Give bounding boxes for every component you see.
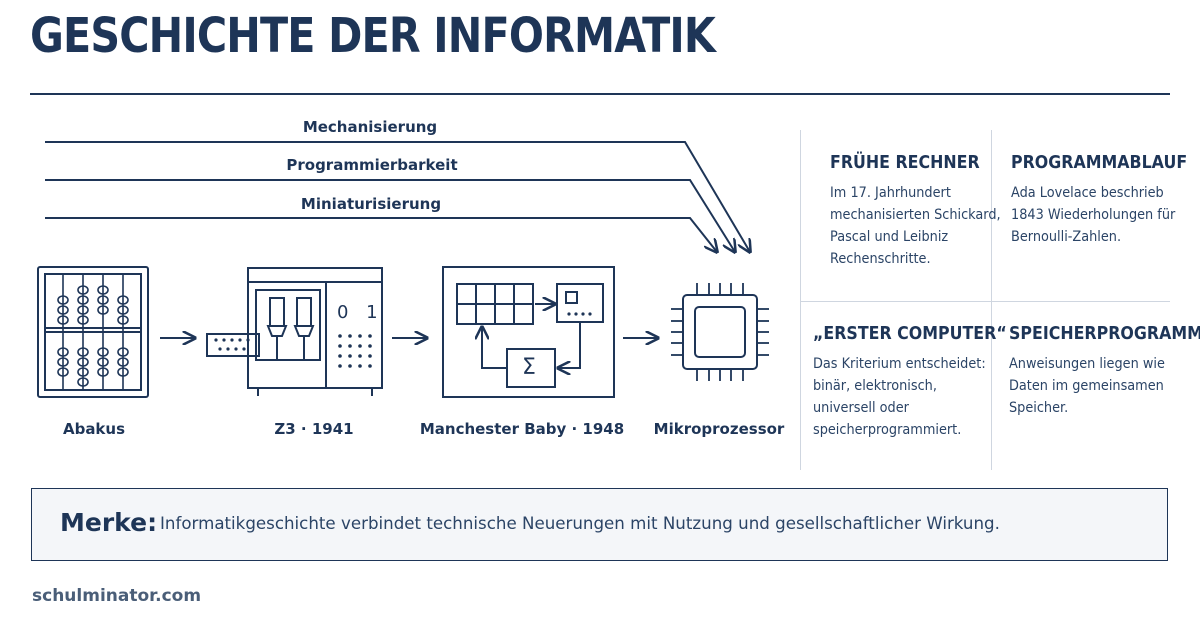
card-speicherprogramm: SPEICHERPROGRAMM Anweisungen liegen wie … [1009, 323, 1200, 419]
z3-machine-icon [206, 267, 383, 396]
sigma-symbol: Σ [522, 355, 536, 380]
stage-label-abakus: Abakus [62, 420, 126, 438]
merke-box: Merke: Informatikgeschichte verbindet te… [31, 488, 1168, 561]
timeline-line-programmierbarkeit [45, 179, 735, 252]
card-text: Im 17. Jahrhundert mechanisierten Schick… [830, 185, 1001, 267]
card-text: Das Kriterium entscheidet: binär, elektr… [813, 356, 986, 438]
stage-label-mikroprozessor: Mikroprozessor [653, 420, 785, 438]
history-diagram: Mechanisierung Programmierbarkeit Miniat… [0, 100, 800, 460]
manchester-baby-icon [442, 266, 615, 398]
stage-label-manchester-baby: Manchester Baby · 1948 [419, 420, 625, 438]
panel-divider-vertical [991, 130, 992, 470]
timeline-label-programmierbarkeit: Programmierbarkeit [286, 156, 458, 174]
card-text: Ada Lovelace beschrieb 1843 Wiederholung… [1011, 185, 1176, 245]
abacus-icon [37, 266, 149, 398]
info-panel: FRÜHE RECHNER Im 17. Jahrhundert mechani… [800, 130, 1200, 470]
diagram-graphics [37, 141, 769, 398]
card-title: „ERSTER COMPUTER“ [813, 323, 1007, 344]
card-title: PROGRAMMABLAUF [1011, 152, 1188, 173]
card-text: Anweisungen liegen wie Daten im gemeinsa… [1009, 356, 1165, 416]
timeline-label-miniaturisierung: Miniaturisierung [300, 195, 442, 213]
microprocessor-icon [671, 283, 769, 381]
footer-site: schulminator.com [32, 586, 202, 606]
panel-divider-horizontal [800, 301, 1170, 302]
stage-label-z3: Z3 · 1941 [274, 420, 354, 438]
card-title: SPEICHERPROGRAMM [1009, 323, 1200, 344]
merke-text: Informatikgeschichte verbindet technisch… [160, 514, 1000, 534]
title-divider [30, 93, 1170, 95]
panel-divider-left [800, 130, 801, 470]
merke-label: Merke: [60, 508, 158, 537]
page-title: GESCHICHTE DER INFORMATIK [30, 8, 716, 64]
card-programmablauf: PROGRAMMABLAUF Ada Lovelace beschrieb 18… [1011, 152, 1191, 248]
timeline-line-mechanisierung [45, 141, 750, 252]
card-title: FRÜHE RECHNER [830, 152, 980, 173]
timeline-label-mechanisierung: Mechanisierung [302, 118, 438, 136]
timeline-line-miniaturisierung [45, 217, 717, 252]
card-fruehe-rechner: FRÜHE RECHNER Im 17. Jahrhundert mechani… [830, 152, 1010, 270]
card-erster-computer: „ERSTER COMPUTER“ Das Kriterium entschei… [813, 323, 1007, 441]
z3-binary-display: 0 1 [337, 302, 384, 323]
